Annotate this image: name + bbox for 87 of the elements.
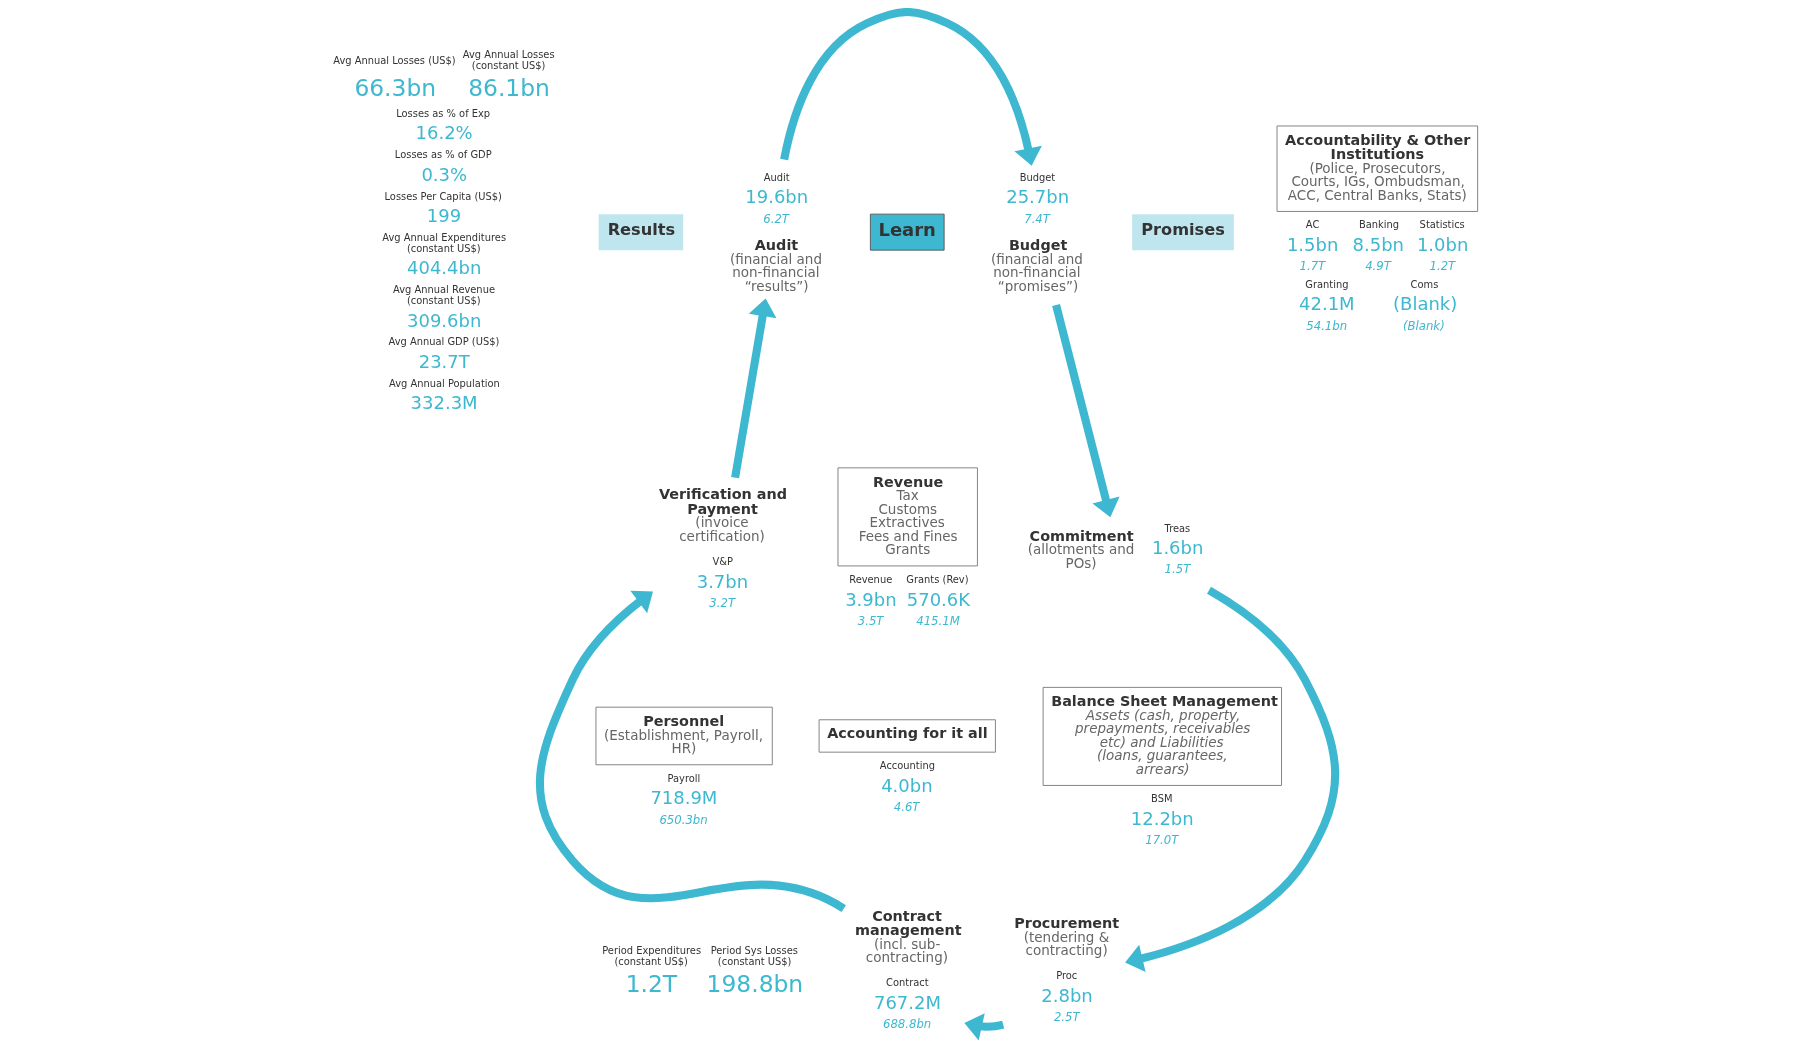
node-text: Procurement (tendering & contracting): [1014, 914, 1120, 959]
node-label: BSM: [1151, 793, 1173, 805]
node-label: 7.4T: [1024, 211, 1050, 226]
node-label: Proc: [1056, 970, 1078, 982]
node-label: 415.1M: [916, 613, 960, 628]
node-label: 1.5bn: [1286, 234, 1339, 256]
node-label: 3.9bn: [845, 588, 897, 610]
node-label: V&P: [712, 555, 733, 567]
label: 1.2T: [625, 969, 678, 998]
node-label: 570.6K: [906, 588, 971, 610]
node-label: 17.0T: [1145, 833, 1179, 848]
node-label: 767.2M: [873, 992, 941, 1014]
label: Avg Annual Revenue (constant US$): [393, 284, 495, 306]
label: 309.6bn: [407, 309, 482, 331]
label: Losses Per Capita (US$): [384, 190, 502, 202]
arrow: [780, 8, 1042, 166]
node-label: Grants (Rev): [906, 573, 969, 585]
node-label: 2.5T: [1053, 1010, 1080, 1025]
node-label: AC: [1305, 219, 1320, 231]
node-label: 12.2bn: [1130, 808, 1194, 830]
node-text: Verification and Payment (invoice certification): [658, 486, 788, 544]
label: 332.3M: [410, 392, 478, 414]
node-box: Personnel (Establishment, Payroll, HR): [595, 706, 773, 766]
node-label: (Blank): [1402, 318, 1445, 333]
arrow: [1052, 303, 1120, 518]
node-label: 6.2T: [763, 211, 790, 226]
label: 199: [426, 205, 462, 227]
label: 404.4bn: [407, 257, 482, 279]
node-box: Balance Sheet Management Assets (cash, property, prepayments, receivables etc) and Liabilities (loans, guarantees, arrears): [1042, 686, 1282, 786]
node-label: 1.7T: [1299, 259, 1326, 274]
node-label: 1.5T: [1164, 562, 1191, 577]
node-label: 718.9M: [650, 787, 718, 809]
node-label: Payroll: [667, 772, 701, 784]
node-label: 1.0bn: [1416, 234, 1469, 256]
node-label: (Blank): [1393, 293, 1458, 315]
node-label: 688.8bn: [882, 1017, 932, 1032]
label: 23.7T: [418, 350, 470, 372]
node-label: 4.0bn: [881, 774, 933, 796]
node-label: 8.5bn: [1352, 234, 1405, 256]
label: Losses as % of GDP: [394, 149, 492, 161]
node-label: Budget: [1008, 236, 1068, 253]
node-box: Results: [598, 214, 684, 251]
node-label: 3.2T: [709, 595, 736, 610]
label: Period Expenditures (constant US$): [602, 944, 702, 967]
arrow: [536, 590, 846, 913]
label: 86.1bn: [468, 74, 550, 103]
node-box: Revenue Tax Customs Extractives Fees and Fines Grants: [837, 467, 978, 567]
arrow: [731, 298, 777, 479]
arrow: [964, 1013, 1005, 1041]
node-label: 3.7bn: [696, 570, 749, 592]
node-box: Promises: [1132, 214, 1234, 251]
node-label: Granting: [1305, 278, 1349, 290]
label: 16.2%: [415, 122, 473, 144]
label: Period Sys Losses (constant US$): [710, 944, 798, 967]
node-label: 25.7bn: [1006, 186, 1070, 208]
node-label: 4.9T: [1365, 259, 1391, 274]
node-label: Accounting: [879, 760, 935, 772]
node-label: 1.6bn: [1151, 537, 1204, 559]
node-box: Accountability & Other Institutions (Police, Prosecutors, Courts, IGs, Ombudsman, ACC, Central Banks, Stats): [1276, 125, 1479, 212]
node-label: Contract: [886, 977, 929, 989]
label: Avg Annual Expenditures (constant US$): [382, 231, 507, 254]
label: Losses as % of Exp: [396, 107, 491, 119]
label: Avg Annual Losses (constant US$): [462, 49, 555, 72]
node-label: Statistics: [1419, 219, 1465, 231]
node-label: Revenue: [849, 573, 893, 585]
node-label: Banking: [1358, 219, 1399, 231]
label: Avg Annual Losses (US$): [333, 54, 456, 66]
node-label: Coms: [1410, 278, 1439, 290]
node-label: 19.6bn: [745, 186, 809, 208]
node-text: Contract management (incl. sub-contracting): [855, 907, 962, 966]
node-label: 3.5T: [857, 613, 884, 628]
node-label: 2.8bn: [1041, 984, 1093, 1006]
node-label: 650.3bn: [659, 812, 708, 827]
label: 0.3%: [421, 163, 468, 185]
node-text: Commitment (allotments and POs): [1027, 527, 1135, 571]
label: 66.3bn: [354, 74, 437, 103]
node-label: 42.1M: [1299, 293, 1355, 315]
label: 198.8bn: [706, 969, 804, 998]
node-label: Audit: [754, 236, 799, 253]
node-label: 1.2T: [1429, 259, 1456, 274]
node-label: 4.6T: [893, 800, 920, 814]
node-label: Treas: [1164, 522, 1191, 534]
label: Avg Annual Population: [389, 377, 500, 389]
node-box: Accounting for it all: [818, 719, 996, 753]
node-label: 54.1bn: [1306, 318, 1348, 333]
label: Avg Annual GDP (US$): [388, 336, 500, 348]
arrow: [1125, 586, 1340, 972]
